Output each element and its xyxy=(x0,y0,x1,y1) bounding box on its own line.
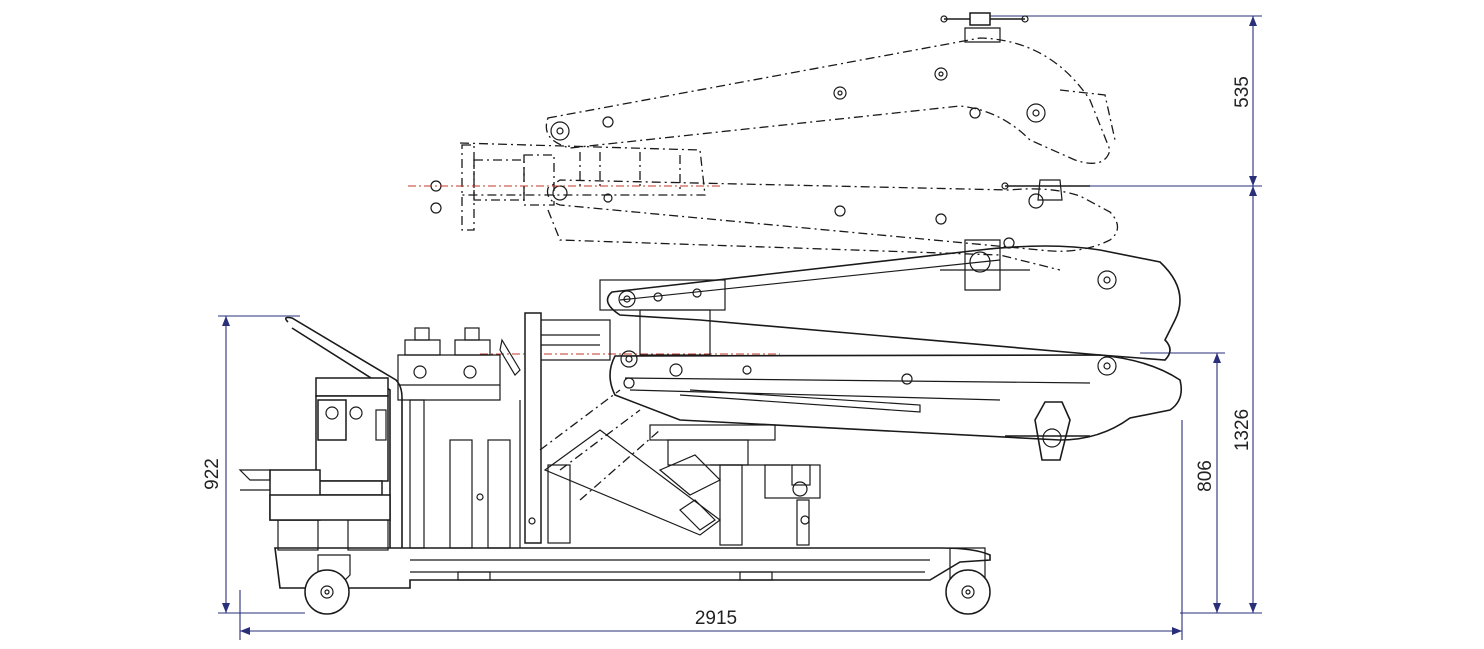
upper-boom-raised xyxy=(545,12,1116,164)
lower-boom xyxy=(480,350,1183,461)
dimension-535: 535 xyxy=(990,15,1262,187)
tool-head-upper xyxy=(408,142,720,231)
boom-mast xyxy=(524,279,726,544)
dimension-2915: 2915 xyxy=(239,420,1183,640)
front-caster-wheel xyxy=(304,554,351,615)
dim-label-2915: 2915 xyxy=(695,608,737,629)
dimension-922: 922 xyxy=(202,315,305,614)
dim-label-535: 535 xyxy=(1232,76,1253,108)
main-boom xyxy=(606,239,1181,361)
control-valves xyxy=(397,327,521,401)
dim-label-922: 922 xyxy=(202,458,223,490)
cart-chassis xyxy=(274,547,991,589)
rear-caster-wheel xyxy=(945,547,991,615)
dim-label-806: 806 xyxy=(1195,460,1216,492)
upper-boom-intermediate xyxy=(546,179,1119,271)
hydraulic-cylinder xyxy=(649,424,821,546)
dim-label-1326: 1326 xyxy=(1232,409,1253,451)
cart-frame-rods xyxy=(409,399,536,549)
dimension-806: 806 xyxy=(1140,352,1225,613)
dimension-1326: 1326 xyxy=(1180,186,1262,614)
power-unit xyxy=(238,377,391,551)
